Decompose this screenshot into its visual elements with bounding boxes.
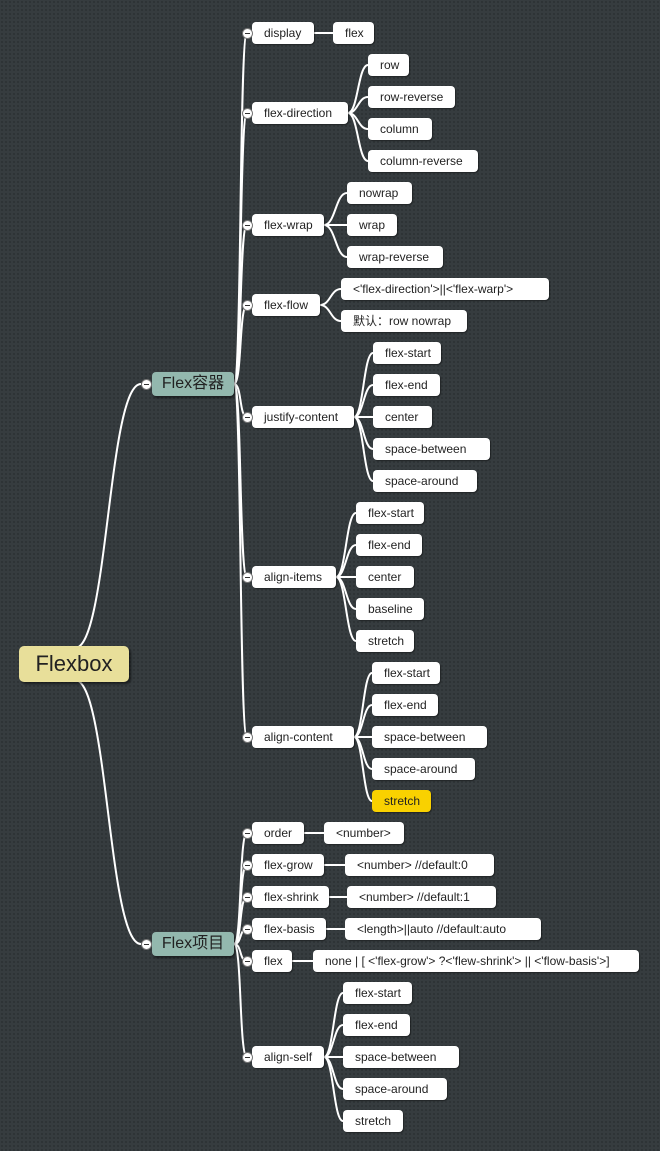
value-node[interactable]: space-between (343, 1046, 459, 1068)
value-node[interactable]: <number> //default:1 (347, 886, 496, 908)
property-collapse-toggle[interactable] (241, 107, 253, 119)
value-node[interactable]: wrap-reverse (347, 246, 443, 268)
property-collapse-toggle[interactable] (241, 955, 253, 967)
value-node[interactable]: stretch (343, 1110, 403, 1132)
property-node[interactable]: flex-direction (252, 102, 348, 124)
value-node[interactable]: none | [ <'flex-grow'> ?<'flew-shrink'> … (313, 950, 639, 972)
property-collapse-toggle[interactable] (241, 923, 253, 935)
property-collapse-toggle[interactable] (241, 27, 253, 39)
property-node[interactable]: align-items (252, 566, 336, 588)
property-node[interactable]: align-content (252, 726, 354, 748)
property-node[interactable]: flex-shrink (252, 886, 329, 908)
value-link (323, 1056, 344, 1122)
value-node[interactable]: center (356, 566, 414, 588)
value-node[interactable]: <'flex-direction'>||<'flex-warp'> (341, 278, 549, 300)
value-node[interactable]: flex-start (372, 662, 440, 684)
value-node[interactable]: baseline (356, 598, 424, 620)
value-node[interactable]: <length>||auto //default:auto (345, 918, 541, 940)
value-node[interactable]: column (368, 118, 432, 140)
item-node[interactable]: Flex项目 (152, 932, 234, 956)
value-node[interactable]: <number> (324, 822, 404, 844)
value-node[interactable]: space-around (373, 470, 477, 492)
value-link (323, 224, 348, 258)
value-node[interactable]: nowrap (347, 182, 412, 204)
value-node[interactable]: column-reverse (368, 150, 478, 172)
property-node[interactable]: flex-basis (252, 918, 326, 940)
property-node[interactable]: flex-grow (252, 854, 324, 876)
property-collapse-toggle[interactable] (241, 859, 253, 871)
value-link (319, 304, 342, 322)
value-node[interactable]: <number> //default:0 (345, 854, 494, 876)
value-node[interactable]: wrap (347, 214, 397, 236)
value-node[interactable]: flex-start (343, 982, 412, 1004)
value-node[interactable]: flex-end (356, 534, 422, 556)
property-node[interactable]: flex (252, 950, 292, 972)
item-link (74, 679, 142, 945)
container-link (74, 383, 142, 649)
value-node[interactable]: flex-start (356, 502, 424, 524)
container-node[interactable]: Flex容器 (152, 372, 234, 396)
prop-link (233, 383, 248, 738)
property-node[interactable]: order (252, 822, 304, 844)
property-collapse-toggle[interactable] (241, 1051, 253, 1063)
value-node[interactable]: space-between (373, 438, 490, 460)
value-node[interactable]: space-around (343, 1078, 447, 1100)
property-collapse-toggle[interactable] (241, 299, 253, 311)
property-node[interactable]: flex-wrap (252, 214, 324, 236)
value-link (319, 288, 342, 306)
property-collapse-toggle[interactable] (241, 731, 253, 743)
property-collapse-toggle[interactable] (241, 219, 253, 231)
property-collapse-toggle[interactable] (241, 411, 253, 423)
property-node[interactable]: flex-flow (252, 294, 320, 316)
value-node[interactable]: space-around (372, 758, 475, 780)
property-node[interactable]: align-self (252, 1046, 324, 1068)
property-node[interactable]: display (252, 22, 314, 44)
value-node-highlighted[interactable]: stretch (372, 790, 431, 812)
value-node[interactable]: center (373, 406, 432, 428)
value-node[interactable]: stretch (356, 630, 414, 652)
value-link (335, 576, 357, 642)
value-link (353, 416, 374, 482)
value-node[interactable]: flex-start (373, 342, 441, 364)
property-collapse-toggle[interactable] (241, 571, 253, 583)
property-collapse-toggle[interactable] (241, 827, 253, 839)
value-node[interactable]: flex (333, 22, 374, 44)
value-node[interactable]: space-between (372, 726, 487, 748)
container-collapse-toggle[interactable] (140, 378, 152, 390)
item-collapse-toggle[interactable] (140, 938, 152, 950)
value-node[interactable]: row (368, 54, 409, 76)
value-link (347, 112, 369, 162)
property-node[interactable]: justify-content (252, 406, 354, 428)
property-collapse-toggle[interactable] (241, 891, 253, 903)
root-node[interactable]: Flexbox (19, 646, 129, 682)
value-node[interactable]: flex-end (343, 1014, 410, 1036)
value-link (353, 736, 373, 802)
value-link (323, 192, 348, 226)
value-node[interactable]: flex-end (373, 374, 440, 396)
value-node[interactable]: row-reverse (368, 86, 455, 108)
value-node[interactable]: 默认：row nowrap (341, 310, 467, 332)
value-node[interactable]: flex-end (372, 694, 438, 716)
